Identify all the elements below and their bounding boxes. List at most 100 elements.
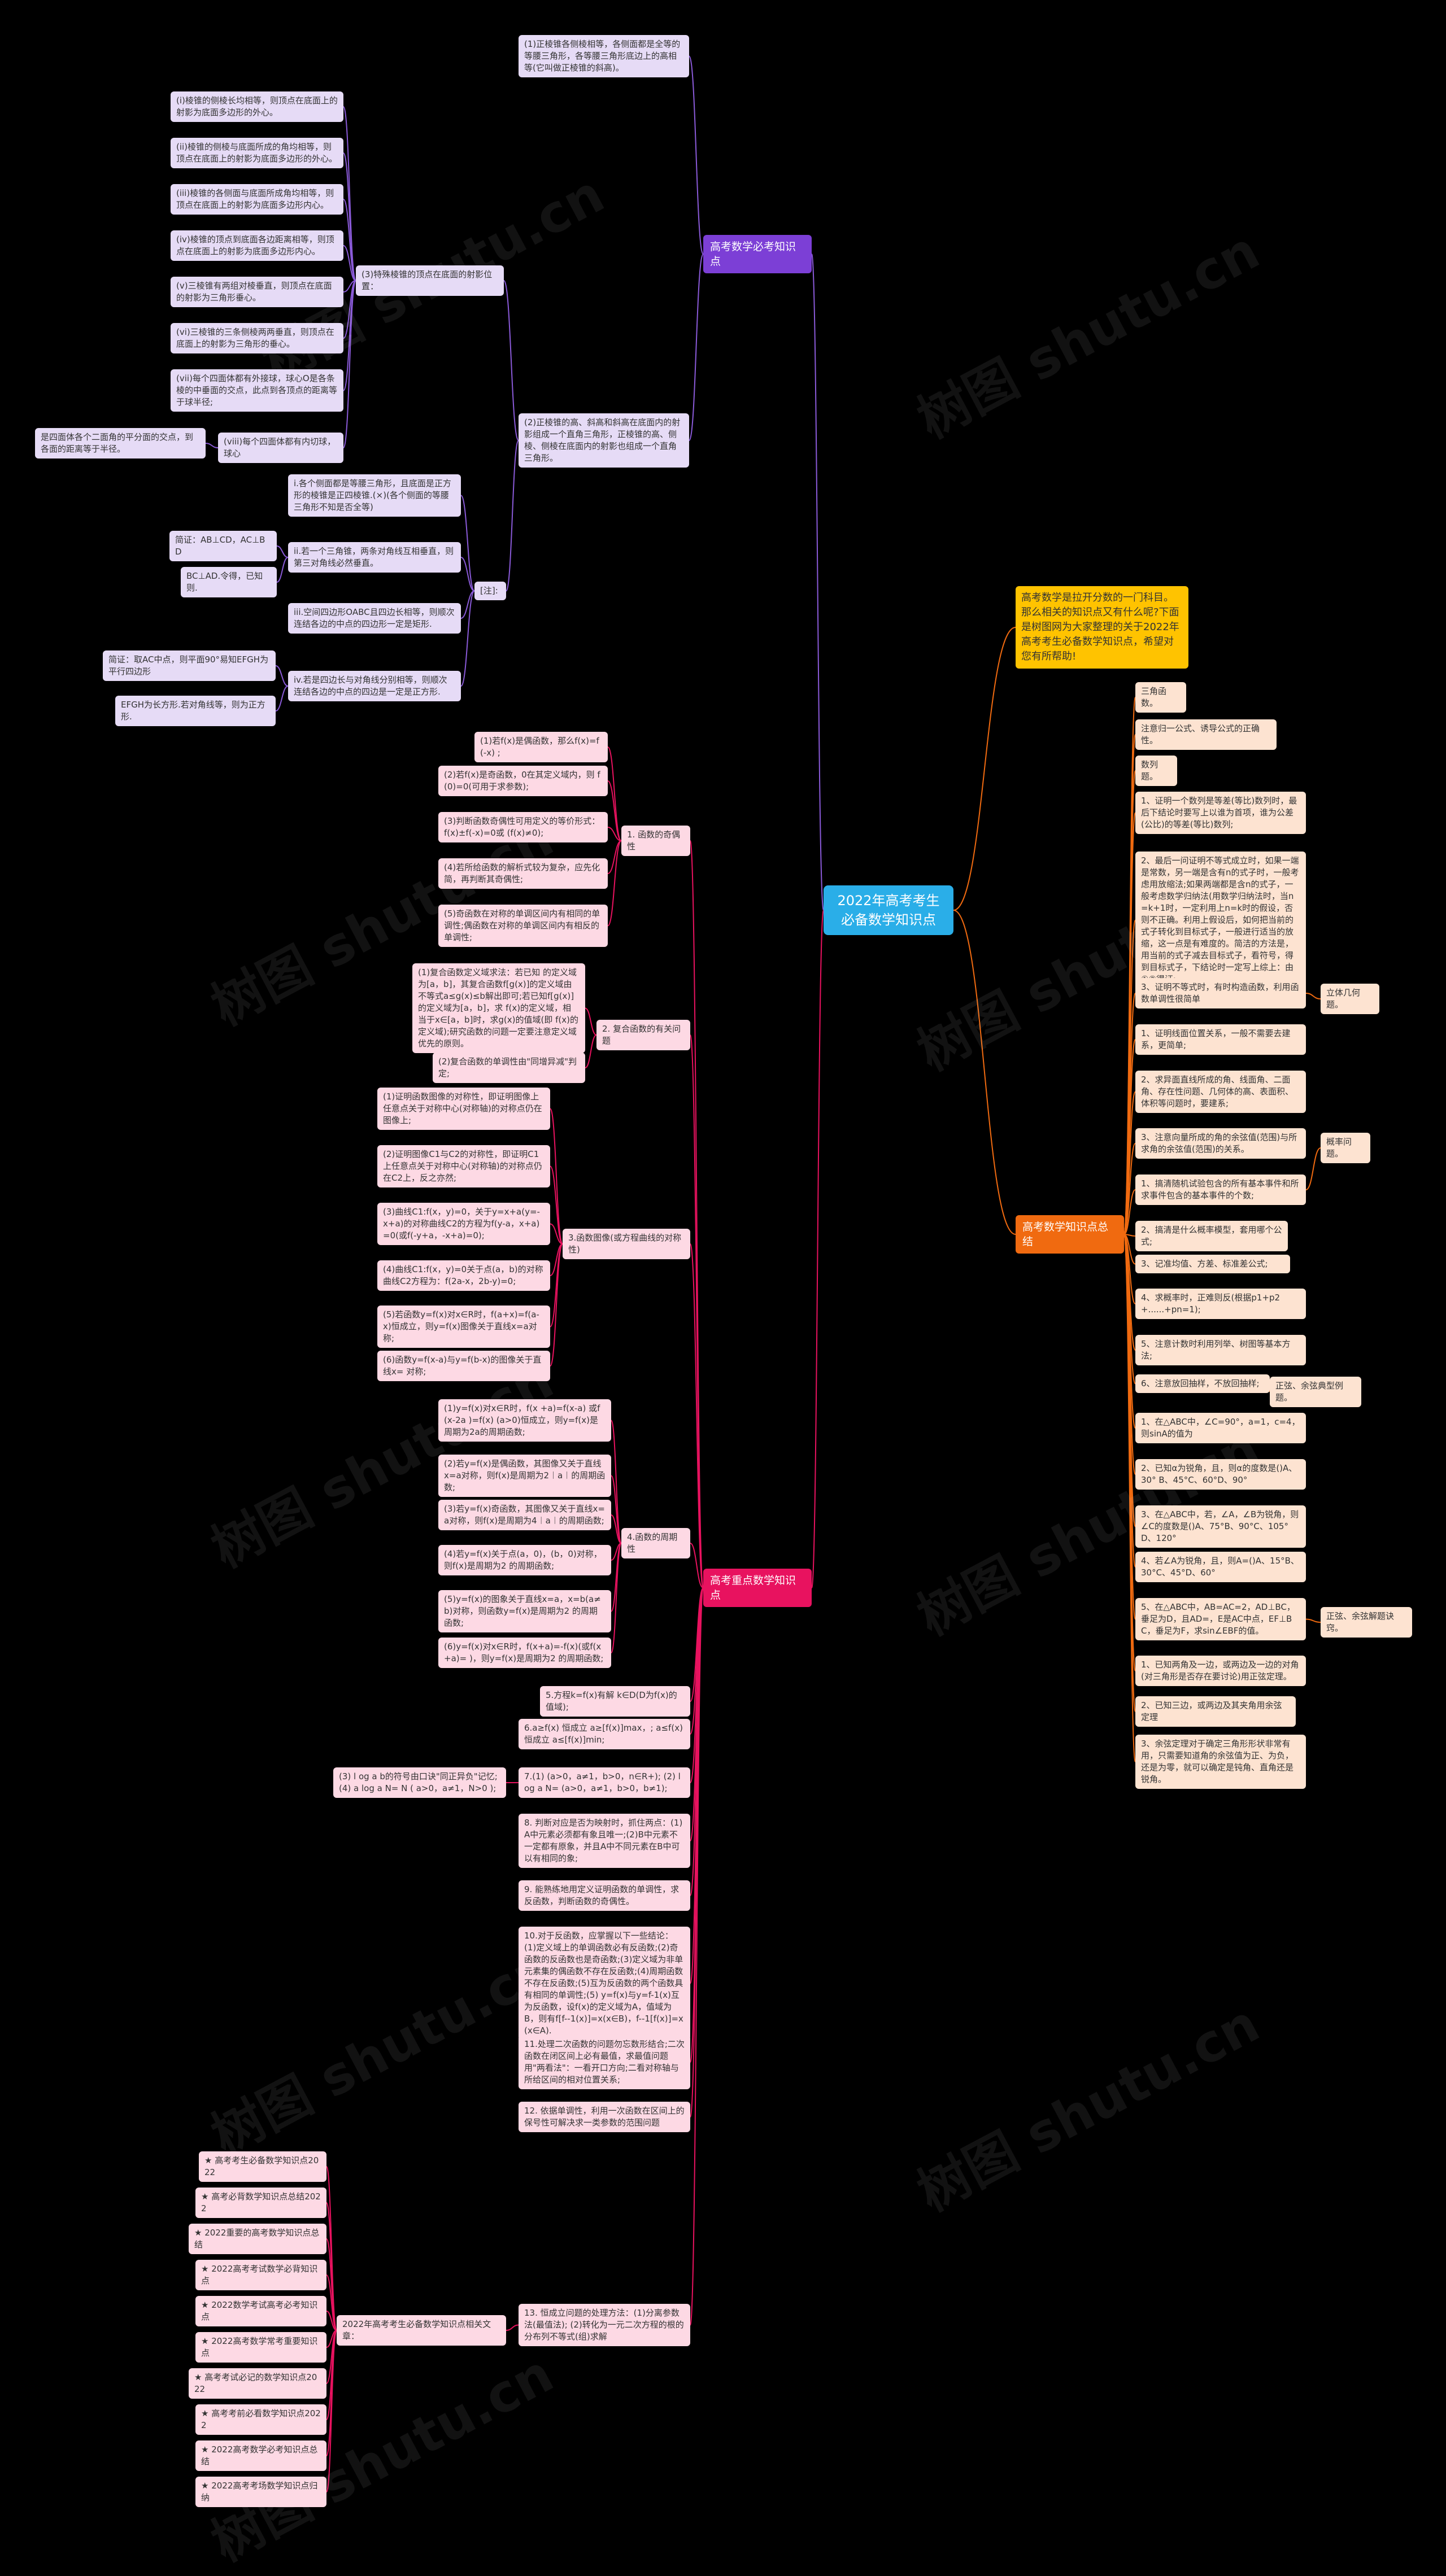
- projection-item[interactable]: (i)棱锥的侧棱长均相等，则顶点在底面上的射影为底面多边形的外心。: [171, 91, 343, 122]
- key-item-13[interactable]: 13. 恒成立问题的处理方法：(1)分离参数法(最值法); (2)转化为一元二次…: [519, 2304, 690, 2346]
- symmetry-item[interactable]: (2)证明图像C1与C2的对称性，即证明C1上任意点关于对称中心(对称轴)的对称…: [377, 1145, 550, 1187]
- key-item-8[interactable]: 8. 判断对应是否为映射时，抓住两点：(1)A中元素必须都有象且唯一;(2)B中…: [519, 1814, 690, 1868]
- must-note[interactable]: [注]:: [474, 582, 506, 600]
- projection-item[interactable]: (iv)棱锥的顶点到底面各边距离相等，则顶点在底面上的射影为底面多边形内心。: [171, 230, 343, 261]
- summary-item[interactable]: 数列题。: [1135, 756, 1177, 786]
- composite-item[interactable]: (2)复合函数的单调性由"同增异减"判定;: [433, 1053, 585, 1083]
- key-item-7-side[interactable]: (3) l og a b的符号由口诀"同正异负"记忆; (4) a log a …: [333, 1767, 506, 1798]
- proof-item[interactable]: BC⊥AD.令得，已知则.: [181, 567, 277, 597]
- composite-item[interactable]: (1)复合函数定义域求法：若已知 的定义域为[a，b]，其复合函数f[g(x)]…: [412, 963, 585, 1053]
- parity-item[interactable]: (2)若f(x)是奇函数，0在其定义域内，则 f(0)=0(可用于求参数);: [438, 766, 608, 796]
- connector-line: [503, 280, 519, 441]
- must-projection[interactable]: (3)特殊棱锥的顶点在底面的射影位置：: [356, 265, 504, 296]
- summary-item[interactable]: 1、证明一个数列是等差(等比)数列时，最后下结论时要写上以谁为首项，谁为公差(公…: [1135, 792, 1306, 834]
- related-article-link[interactable]: ★ 高考必背数学知识点总结2022: [195, 2188, 326, 2218]
- summary-item[interactable]: 6、注意放回抽样，不放回抽样;: [1135, 1374, 1270, 1393]
- projection-item[interactable]: (ii)棱锥的侧棱与底面所成的角均相等，则顶点在底面上的射影为底面多边形的外心。: [171, 138, 343, 168]
- period-item[interactable]: (6)y=f(x)对x∈R时，f(x+a)=-f(x)(或f(x+a)= )，则…: [438, 1638, 611, 1668]
- related-article-link[interactable]: ★ 高考考试必记的数学知识点2022: [189, 2368, 326, 2399]
- intro-note[interactable]: 高考数学是拉开分数的一门科目。那么相关的知识点又有什么呢?下面是树图网为大家整理…: [1016, 586, 1188, 669]
- summary-item[interactable]: 4、求概率时，正难则反(根据p1+p2+......+pn=1);: [1135, 1289, 1306, 1319]
- key-item-5[interactable]: 5.方程k=f(x)有解 k∈D(D为f(x)的值域);: [540, 1686, 690, 1717]
- summary-item[interactable]: 1、证明线面位置关系，一般不需要去建系，更简单;: [1135, 1024, 1306, 1055]
- related-article-link[interactable]: ★ 2022高考数学必考知识点总结: [195, 2440, 326, 2471]
- proof-item[interactable]: 简证：AB⊥CD，AC⊥BD: [169, 531, 277, 561]
- summary-item[interactable]: 3、证明不等式时，有时构造函数，利用函数单调性很简单: [1135, 978, 1306, 1008]
- key-item-12[interactable]: 12. 依据单调性，利用一次函数在区间上的保号性可解决求一类参数的范围问题: [519, 2102, 690, 2132]
- related-article-link[interactable]: ★ 2022数学考试高考必考知识点: [195, 2296, 326, 2326]
- symmetry-item[interactable]: (4)曲线C1:f(x，y)=0关于点(a，b)的对称曲线C2方程为：f(2a-…: [377, 1260, 550, 1291]
- branch-key-points[interactable]: 高考重点数学知识点: [703, 1569, 812, 1607]
- parity-item[interactable]: (4)若所给函数的解析式较为复杂，应先化简，再判断其奇偶性;: [438, 858, 608, 889]
- key-parity[interactable]: 1. 函数的奇偶性: [621, 826, 690, 856]
- note-item[interactable]: iv.若是四边长与对角线分别相等，则顺次连结各边的中点的四边是一定是正方形.: [288, 671, 461, 701]
- symmetry-item[interactable]: (5)若函数y=f(x)对x∈R时，f(a+x)=f(a-x)恒成立，则y=f(…: [377, 1306, 550, 1348]
- summary-tag[interactable]: 正弦、余弦典型例题。: [1270, 1377, 1361, 1407]
- key-item-11[interactable]: 11.处理二次函数的问题勿忘数形结合;二次函数在闭区间上必有最值，求最值问题用"…: [519, 2035, 690, 2089]
- period-item[interactable]: (2)若y=f(x)是偶函数，其图像又关于直线x=a对称，则f(x)是周期为2︱…: [438, 1455, 611, 1497]
- summary-item[interactable]: 1、搞清随机试验包含的所有基本事件和所求事件包含的基本事件的个数;: [1135, 1175, 1306, 1205]
- related-article-link[interactable]: ★ 高考考生必备数学知识点2022: [199, 2151, 326, 2182]
- connector-line: [1123, 1189, 1136, 1235]
- summary-item[interactable]: 注意归一公式、诱导公式的正确性。: [1135, 719, 1277, 750]
- branch-must-know[interactable]: 高考数学必考知识点: [703, 235, 812, 273]
- projection-item[interactable]: (iii)棱锥的各侧面与底面所成角均相等，则顶点在底面上的射影为底面多边形内心。: [171, 184, 343, 215]
- projection-item[interactable]: (vii)每个四面体都有外接球，球心O是各条棱的中垂面的交点，此点到各顶点的距离…: [171, 369, 343, 412]
- summary-item[interactable]: 2、已知三边，或两边及其夹角用余弦定理: [1135, 1696, 1296, 1727]
- parity-item[interactable]: (5)奇函数在对称的单调区间内有相同的单调性;偶函数在对称的单调区间内有相反的单…: [438, 905, 608, 947]
- projection-item[interactable]: (v)三棱锥有两组对棱垂直，则顶点在底面的射影为三角形垂心。: [171, 277, 343, 307]
- must-item-2[interactable]: (2)正棱锥的高、斜高和斜高在底面内的射影组成一个直角三角形，正棱锥的高、侧棱、…: [519, 413, 689, 468]
- summary-tag[interactable]: 概率问题。: [1321, 1133, 1370, 1163]
- proof-item[interactable]: 简证：取AC中点，则平面90°易知EFGH为平行四边形: [103, 650, 276, 681]
- projection-item[interactable]: (viii)每个四面体都有内切球，球心: [218, 433, 343, 463]
- period-item[interactable]: (1)y=f(x)对x∈R时，f(x +a)=f(x-a) 或f(x-2a )=…: [438, 1399, 611, 1442]
- related-article-link[interactable]: ★ 2022重要的高考数学知识点总结: [189, 2224, 326, 2254]
- summary-item[interactable]: 5、注意计数时利用列举、树图等基本方法;: [1135, 1335, 1306, 1365]
- summary-tag[interactable]: 立体几何题。: [1321, 984, 1379, 1014]
- summary-item[interactable]: 5、在△ABC中，AB=AC=2，AD⊥BC，垂足为D，且AD=，E是AC中点，…: [1135, 1598, 1306, 1640]
- projection-item-extra[interactable]: 是四面体各个二面角的平分面的交点，到各面的距离等于半径。: [35, 428, 206, 459]
- proof-item[interactable]: EFGH为长方形.若对角线等，则为正方形.: [115, 696, 276, 726]
- symmetry-item[interactable]: (3)曲线C1:f(x，y)=0，关于y=x+a(y=-x+a)的对称曲线C2的…: [377, 1203, 550, 1245]
- key-periodicity[interactable]: 4.函数的周期性: [621, 1528, 690, 1558]
- summary-item[interactable]: 2、求异面直线所成的角、线面角、二面角、存在性问题、几何体的高、表面积、体积等问…: [1135, 1071, 1306, 1113]
- period-item[interactable]: (4)若y=f(x)关于点(a，0)，(b，0)对称，则f(x)是周期为2 的周…: [438, 1545, 611, 1575]
- note-item[interactable]: iii.空间四边形OABC且四边长相等，则顺次连结各边的中点的四边形一定是矩形.: [288, 603, 461, 634]
- summary-item[interactable]: 3、注意向量所成的角的余弦值(范围)与所求角的余弦值(范围)的关系。: [1135, 1128, 1306, 1159]
- related-article-link[interactable]: ★ 2022高考考试数学必背知识点: [195, 2260, 326, 2290]
- related-article-link[interactable]: ★ 2022高考数学常考重要知识点: [195, 2332, 326, 2363]
- summary-item[interactable]: 三角函数。: [1135, 682, 1186, 713]
- summary-item[interactable]: 2、最后一问证明不等式成立时，如果一端是常数，另一端是含有n的式子时，一般考虑用…: [1135, 852, 1306, 989]
- connector-line: [607, 840, 622, 874]
- note-item[interactable]: ii.若一个三角锥，两条对角线互相垂直，则第三对角线必然垂直。: [288, 542, 461, 573]
- projection-item[interactable]: (vi)三棱锥的三条侧棱两两垂直，则顶点在底面上的射影为三角形的垂心。: [171, 323, 343, 353]
- key-symmetry[interactable]: 3.函数图像(或方程曲线的对称性): [563, 1229, 690, 1259]
- related-article-link[interactable]: ★ 2022高考考场数学知识点归纳: [195, 2477, 326, 2507]
- parity-item[interactable]: (1)若f(x)是偶函数，那么f(x)=f(-x) ;: [474, 732, 608, 762]
- summary-item[interactable]: 3、记准均值、方差、标准差公式;: [1135, 1255, 1290, 1273]
- symmetry-item[interactable]: (1)证明函数图像的对称性，即证明图像上任意点关于对称中心(对称轴)的对称点仍在…: [377, 1088, 550, 1130]
- key-item-9[interactable]: 9. 能熟练地用定义证明函数的单调性，求反函数，判断函数的奇偶性。: [519, 1880, 690, 1911]
- summary-item[interactable]: 3、余弦定理对于确定三角形形状非常有用，只需要知道角的余弦值为正、为负，还是为零…: [1135, 1735, 1306, 1789]
- summary-item[interactable]: 1、在△ABC中，∠C=90°，a=1，c=4，则sinA的值为: [1135, 1413, 1306, 1443]
- summary-item[interactable]: 4、若∠A为锐角，且，则A=()A、15°B、30°C、45°D、60°: [1135, 1552, 1306, 1582]
- period-item[interactable]: (3)若y=f(x)奇函数，其图像又关于直线x=a对称，则f(x)是周期为4︱a…: [438, 1500, 611, 1530]
- related-articles[interactable]: 2022年高考考生必备数学知识点相关文章：: [337, 2315, 506, 2346]
- key-item-7[interactable]: 7.(1) (a>0，a≠1，b>0，n∈R+); (2) l og a N= …: [519, 1767, 690, 1798]
- symmetry-item[interactable]: (6)函数y=f(x-a)与y=f(b-x)的图像关于直线x= 对称;: [377, 1351, 550, 1381]
- must-item-1[interactable]: (1)正棱锥各侧棱相等，各侧面都是全等的等腰三角形，各等腰三角形底边上的高相等(…: [519, 35, 689, 77]
- summary-tag[interactable]: 正弦、余弦解题诀窍。: [1321, 1607, 1412, 1638]
- root-topic[interactable]: 2022年高考考生必备数学知识点: [824, 885, 953, 935]
- summary-item[interactable]: 2、搞清是什么概率模型，套用哪个公式;: [1135, 1221, 1288, 1251]
- parity-item[interactable]: (3)判断函数奇偶性可用定义的等价形式：f(x)±f(-x)=0或 (f(x)≠…: [438, 812, 608, 842]
- period-item[interactable]: (5)y=f(x)的图象关于直线x=a，x=b(a≠b)对称，则函数y=f(x)…: [438, 1590, 611, 1632]
- branch-summary[interactable]: 高考数学知识点总结: [1016, 1215, 1124, 1254]
- key-composite[interactable]: 2. 复合函数的有关问题: [596, 1020, 690, 1050]
- key-item-6[interactable]: 6.a≥f(x) 恒成立 a≥[f(x)]max，; a≤f(x) 恒成立 a≤…: [519, 1719, 690, 1749]
- related-article-link[interactable]: ★ 高考考前必看数学知识点2022: [195, 2404, 326, 2435]
- key-item-10[interactable]: 10.对于反函数，应掌握以下一些结论：(1)定义域上的单调函数必有反函数;(2)…: [519, 1927, 690, 2040]
- note-item[interactable]: i.各个侧面都是等腰三角形，且底面是正方形的棱锥是正四棱锥.(×)(各个侧面的等…: [288, 474, 461, 517]
- summary-item[interactable]: 3、在△ABC中，若，∠A，∠B为锐角，则∠C的度数是()A、75°B、90°C…: [1135, 1505, 1306, 1548]
- summary-item[interactable]: 1、已知两角及一边，或两边及一边的对角(对三角形是否存在要讨论)用正弦定理。: [1135, 1656, 1306, 1686]
- summary-item[interactable]: 2、已知α为锐角，且，则α的度数是()A、30° B、45°C、60°D、90°: [1135, 1459, 1306, 1490]
